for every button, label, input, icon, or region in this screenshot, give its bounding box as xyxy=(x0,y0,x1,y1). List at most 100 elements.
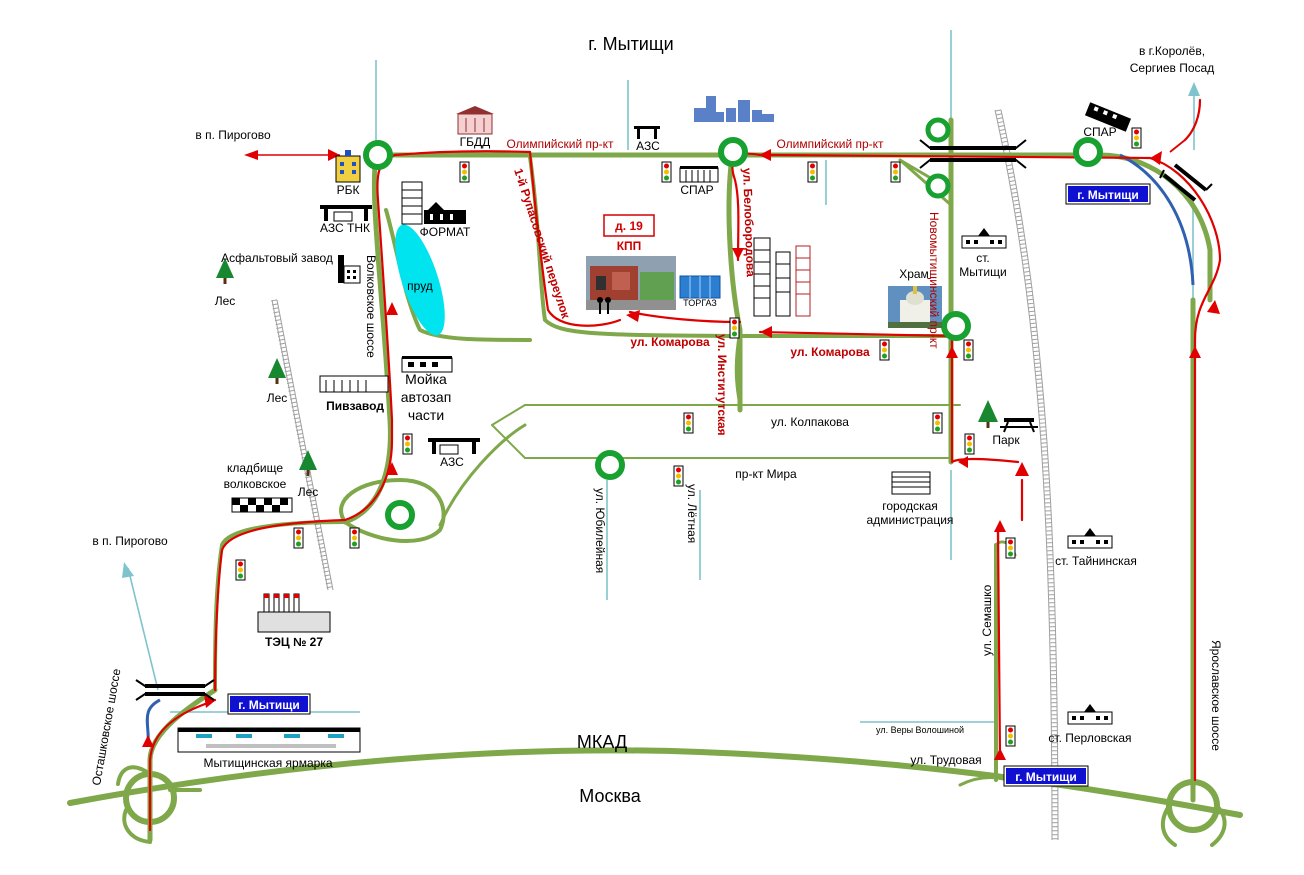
pond xyxy=(395,224,445,336)
city-badge-left: г. Мытищи xyxy=(227,693,311,715)
azs-mid-label: АЗС xyxy=(440,455,464,469)
city-badge-bottom: г. Мытищи xyxy=(1003,765,1089,787)
yaroslavskoe-label: Ярославское шоссе xyxy=(1209,640,1223,751)
carwash-label-2: автозап xyxy=(401,389,452,405)
cemetery-icon xyxy=(231,497,293,513)
brewery-icon xyxy=(319,375,389,393)
park-bench-icon xyxy=(1000,418,1038,433)
tree-icons xyxy=(216,258,998,476)
admin-building-icon xyxy=(891,471,931,495)
cemetery-label-2: волковское xyxy=(224,477,287,491)
kolpakova-label: ул. Колпакова xyxy=(771,415,849,429)
roundabout-bottom-left xyxy=(116,765,202,844)
format-label: ФОРМАТ xyxy=(420,225,471,239)
korolev-label-1: в г.Королёв, xyxy=(1139,44,1205,58)
thin-guide-lines xyxy=(127,30,1195,723)
route-arrowheads xyxy=(142,149,1220,760)
train-icon xyxy=(1084,102,1132,132)
gas-station-tnk-icon xyxy=(320,205,372,222)
carwash-label-3: части xyxy=(408,407,444,423)
church-photo xyxy=(888,286,942,328)
station-tainin-icon xyxy=(1067,528,1113,549)
bridge-yaroslavskoe xyxy=(1159,163,1213,202)
bridge-novomyt xyxy=(919,139,1027,169)
direction-arrows xyxy=(122,82,1200,578)
roundabout-bottom-right xyxy=(1160,779,1227,847)
rbk-building-icon xyxy=(335,150,361,183)
format-building-icon xyxy=(401,181,466,225)
ramp-blue-right xyxy=(1119,153,1195,286)
svg-text:г. Мытищи: г. Мытищи xyxy=(238,698,299,712)
svg-text:г. Мытищи: г. Мытищи xyxy=(1077,188,1138,202)
spar-mid-store-icon xyxy=(679,166,719,183)
pirogovo-left-label: в п. Пирогово xyxy=(92,534,168,548)
gas-station-mid-icon xyxy=(428,438,480,455)
station-mytishi-icon xyxy=(961,228,1007,249)
railway-lines xyxy=(271,109,1059,841)
les-label-1: Лес xyxy=(215,294,236,308)
olympic-left-label: Олимпийский пр-кт xyxy=(506,137,614,151)
letnaya-label: ул. Лётная xyxy=(685,484,699,543)
station-perlov-icon xyxy=(1067,704,1113,725)
novomytishinsky-label: Новомытищинский пр-кт xyxy=(927,212,941,349)
traffic-lights xyxy=(235,127,1142,747)
pond-label: пруд xyxy=(407,279,433,293)
komarova-left-label: ул. Комарова xyxy=(630,335,710,349)
volkovskoe-shosse-label: Волковское шоссе xyxy=(364,255,378,358)
tec-label: ТЭЦ № 27 xyxy=(265,635,323,649)
torgaz-label: ТОРГАЗ xyxy=(683,298,717,308)
beloborodova-label: ул. Белобородова xyxy=(740,168,758,278)
semashko-label: ул. Семашко xyxy=(980,584,994,656)
gas-station-top-icon xyxy=(634,126,660,139)
city-title: г. Мытищи xyxy=(588,34,673,54)
residential-towers-icon xyxy=(753,237,811,317)
station-mytishi-label-1: ст. xyxy=(976,251,990,265)
admin-label-2: администрация xyxy=(867,513,954,527)
carwash-label-1: Мойка xyxy=(405,371,447,387)
kpp-label: КПП xyxy=(617,239,642,253)
pirogovo-top-label: в п. Пирогово xyxy=(195,128,271,142)
roundabouts xyxy=(363,117,1103,530)
svg-text:г. Мытищи: г. Мытищи xyxy=(1015,770,1076,784)
cemetery-label-1: кладбище xyxy=(227,461,283,475)
gbdd-label: ГБДД xyxy=(460,135,491,149)
gbdd-building-icon xyxy=(456,106,494,135)
mkad-label: МКАД xyxy=(577,732,627,752)
people-icon xyxy=(597,297,611,314)
car-wash-icon xyxy=(401,356,453,373)
admin-label-1: городская xyxy=(882,499,938,513)
moscow-label: Москва xyxy=(579,786,641,806)
station-mytishi-label-2: Мытищи xyxy=(959,265,1006,279)
yarmarka-label: Мытищинская ярмарка xyxy=(204,756,333,770)
olympic-right-label: Олимпийский пр-кт xyxy=(776,137,884,151)
brewery-label: Пивзавод xyxy=(326,399,384,413)
torgaz-building-icon xyxy=(679,275,721,299)
kpp-box xyxy=(603,214,655,237)
station-perlov-label: ст. Перловская xyxy=(1048,731,1131,745)
les-label-2: Лес xyxy=(267,391,288,405)
spar-mid-label: СПАР xyxy=(680,183,713,197)
ostashkovskoe-label: Осташковское шоссе xyxy=(89,667,123,786)
park-label: Парк xyxy=(992,433,1020,447)
prospekt-mira-label: пр-кт Мира xyxy=(735,467,797,481)
asphalt-plant-icon xyxy=(338,255,361,284)
les-label-3: Лес xyxy=(298,485,319,499)
spar-right-label: СПАР xyxy=(1083,125,1116,139)
komarova-right-label: ул. Комарова xyxy=(790,345,870,359)
power-plant-icon xyxy=(257,593,331,633)
korolev-label-2: Сергиев Посад xyxy=(1130,61,1214,75)
trudovaya-label: ул. Трудовая xyxy=(910,753,981,767)
yubileinaya-label: ул. Юбилейная xyxy=(593,488,607,573)
institutskaya-label: ул. Институтская xyxy=(715,334,729,436)
very-voloshinoi-label: ул. Веры Волошиной xyxy=(876,725,964,735)
church-label: Храм xyxy=(899,267,929,281)
azs-tnk-label: АЗС ТНК xyxy=(320,221,370,235)
station-tainin-label: ст. Тайнинская xyxy=(1055,554,1137,568)
rbk-label: РБК xyxy=(337,183,360,197)
azs-top-label: АЗС xyxy=(636,139,660,153)
kpp-number: д. 19 xyxy=(615,219,643,233)
asphalt-label: Асфальтовый завод xyxy=(221,251,333,265)
bridge-ostashkovskoe xyxy=(135,679,215,701)
city-badge-right: г. Мытищи xyxy=(1065,183,1151,205)
